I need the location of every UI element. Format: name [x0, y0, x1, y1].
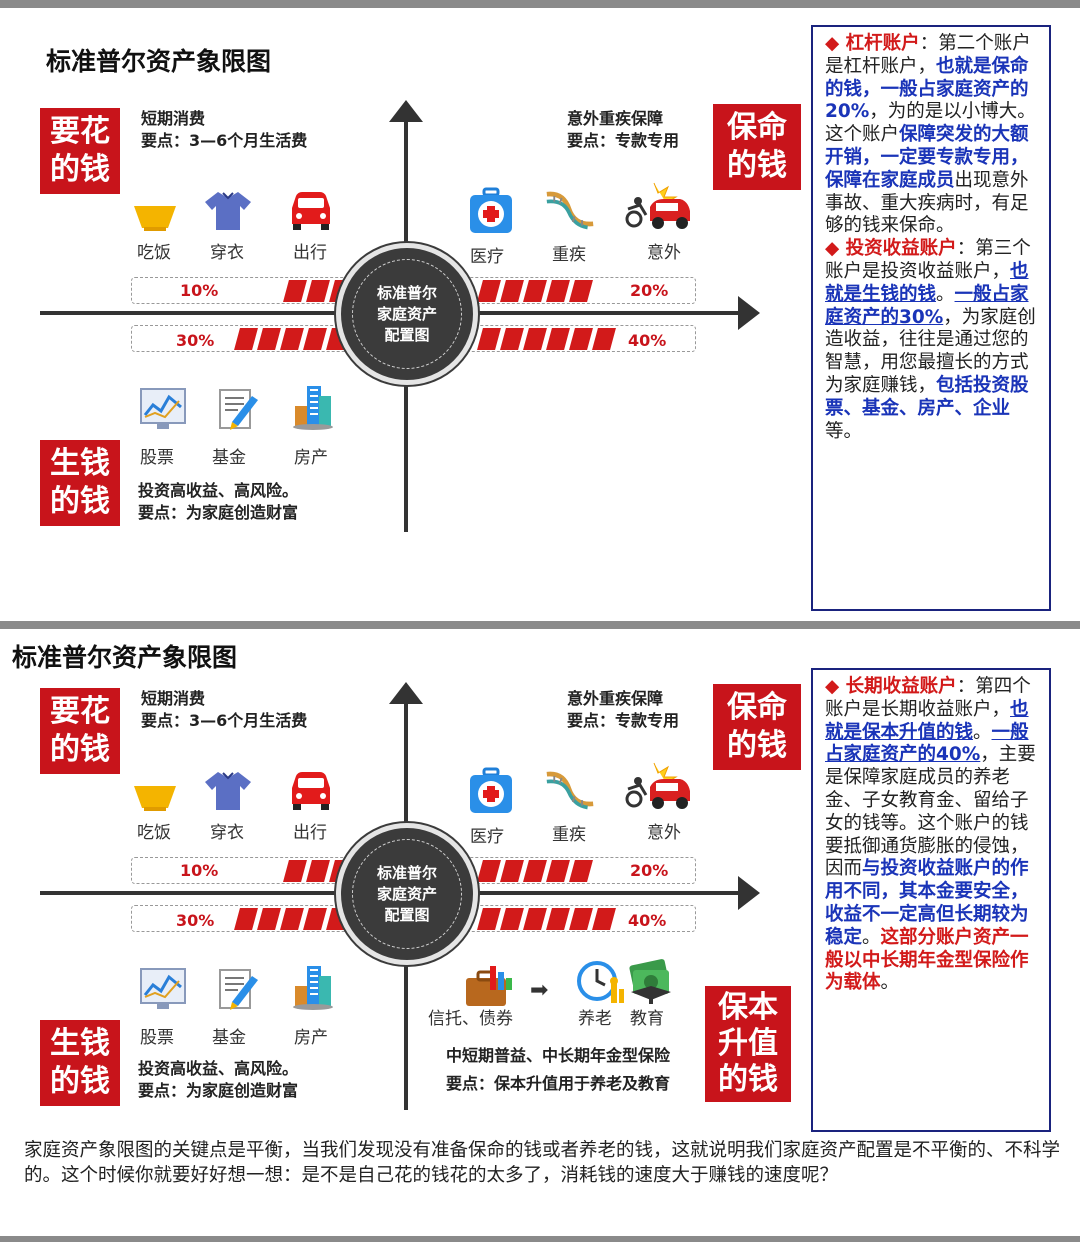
building-icon — [288, 380, 338, 430]
spend-item-label: 出行 — [293, 823, 327, 843]
spend-money-box: 要花的钱 — [40, 108, 120, 194]
stripes-keep — [477, 908, 616, 930]
pct-spend: 10% — [180, 861, 219, 880]
earn-item-label: 基金 — [212, 448, 246, 468]
earn-note: 投资高收益、高风险。要点：为家庭创造财富 — [138, 481, 299, 522]
axis-arrow-up-icon — [389, 100, 423, 122]
protect-item-label: 意外 — [647, 243, 681, 263]
building-icon — [288, 960, 338, 1010]
shirt-icon — [203, 186, 253, 236]
keep-note: 中短期普益、中长期年金型保险要点：保本升值用于养老及教育 — [446, 1046, 671, 1093]
protect-item-label: 医疗 — [470, 247, 504, 267]
fund-document-icon — [212, 384, 262, 434]
protect-item-label: 重疾 — [552, 825, 586, 845]
axis-arrow-right-icon — [738, 876, 760, 910]
medical-kit-icon — [466, 186, 516, 236]
dna-icon — [545, 764, 595, 814]
protect-note: 意外重疾保障要点：专款专用 — [567, 109, 680, 150]
bottom-divider — [0, 1236, 1080, 1242]
shirt-icon — [203, 766, 253, 816]
protect-note: 意外重疾保障要点：专款专用 — [567, 689, 680, 730]
keep-value-money-box: 保本升值的钱 — [705, 986, 791, 1102]
pct-keep: 40% — [628, 331, 667, 350]
quadrant-panel-2: 标准普尔资产象限图 要花的钱 短期消费要点：3—6个月生活费 保命的钱 意外重疾… — [0, 630, 1080, 1132]
earn-item-label: 股票 — [140, 448, 174, 468]
pct-keep: 40% — [628, 911, 667, 930]
keep-item-label: 信托、债券 — [428, 1009, 513, 1029]
axis-arrow-right-icon — [738, 296, 760, 330]
protect-item-label: 重疾 — [552, 245, 586, 265]
stripes-protect — [477, 860, 593, 882]
spend-note: 短期消费要点：3—6个月生活费 — [141, 109, 308, 150]
panel-divider — [0, 621, 1080, 629]
medical-kit-icon — [466, 766, 516, 816]
earn-money-box: 生钱的钱 — [40, 1020, 120, 1106]
stripes-keep — [477, 328, 616, 350]
earn-item-label: 股票 — [140, 1028, 174, 1048]
spend-item-label: 吃饭 — [137, 823, 171, 843]
axis-arrow-up-icon — [389, 682, 423, 704]
stripes-earn — [234, 328, 350, 350]
earn-item-label: 房产 — [294, 448, 328, 468]
car-icon — [286, 766, 336, 816]
protect-item-label: 医疗 — [470, 827, 504, 847]
pct-protect: 20% — [630, 861, 669, 880]
pct-earn: 30% — [176, 911, 215, 930]
earn-money-box: 生钱的钱 — [40, 440, 120, 526]
keep-item-label: 养老 — [578, 1009, 612, 1029]
stripes-protect — [477, 280, 593, 302]
pct-protect: 20% — [630, 281, 669, 300]
pct-earn: 30% — [176, 331, 215, 350]
center-disc: 标准普尔家庭资产配置图 — [336, 243, 478, 385]
spend-item-label: 出行 — [293, 243, 327, 263]
accident-icon — [623, 762, 693, 812]
accident-icon — [623, 182, 693, 232]
spend-item-label: 穿衣 — [210, 243, 244, 263]
stock-chart-icon — [138, 384, 188, 434]
spend-item-label: 吃饭 — [137, 243, 171, 263]
protect-money-box: 保命的钱 — [713, 684, 801, 770]
earn-item-label: 基金 — [212, 1028, 246, 1048]
lever-account-explanation: ◆ 杠杆账户：第二个账户是杠杆账户，也就是保命的钱，一般占家庭资产的20%，为的… — [811, 25, 1051, 611]
quadrant-panel-1: 标准普尔资产象限图 要花的钱 短期消费要点：3—6个月生活费 保命的钱 意外重疾… — [0, 0, 1080, 620]
panel-title: 标准普尔资产象限图 — [46, 47, 272, 76]
panel-title: 标准普尔资产象限图 — [12, 643, 238, 672]
food-bowl-icon — [130, 772, 180, 822]
summary-paragraph: 家庭资产象限图的关键点是平衡，当我们发现没有准备保命的钱或者养老的钱，这就说明我… — [24, 1140, 1061, 1186]
pension-clock-icon — [574, 958, 626, 1008]
spend-money-box: 要花的钱 — [40, 688, 120, 774]
food-bowl-icon — [130, 192, 180, 242]
education-money-icon — [624, 956, 676, 1006]
center-disc: 标准普尔家庭资产配置图 — [336, 823, 478, 965]
stripes-earn — [234, 908, 350, 930]
arrow-right-icon: ➡ — [530, 978, 549, 1003]
protect-money-box: 保命的钱 — [713, 104, 801, 190]
pct-spend: 10% — [180, 281, 219, 300]
earn-note: 投资高收益、高风险。要点：为家庭创造财富 — [138, 1059, 299, 1100]
long-term-account-explanation: ◆ 长期收益账户：第四个账户是长期收益账户，也就是保本升值的钱。一般占家庭资产的… — [811, 668, 1051, 1132]
spend-note: 短期消费要点：3—6个月生活费 — [141, 689, 308, 730]
dna-icon — [545, 184, 595, 234]
spend-item-label: 穿衣 — [210, 823, 244, 843]
earn-item-label: 房产 — [294, 1028, 328, 1048]
stock-chart-icon — [138, 964, 188, 1014]
car-icon — [286, 186, 336, 236]
keep-item-label: 教育 — [630, 1009, 664, 1029]
trust-bond-icon — [460, 960, 520, 1010]
top-divider — [0, 0, 1080, 8]
fund-document-icon — [212, 964, 262, 1014]
protect-item-label: 意外 — [647, 823, 681, 843]
